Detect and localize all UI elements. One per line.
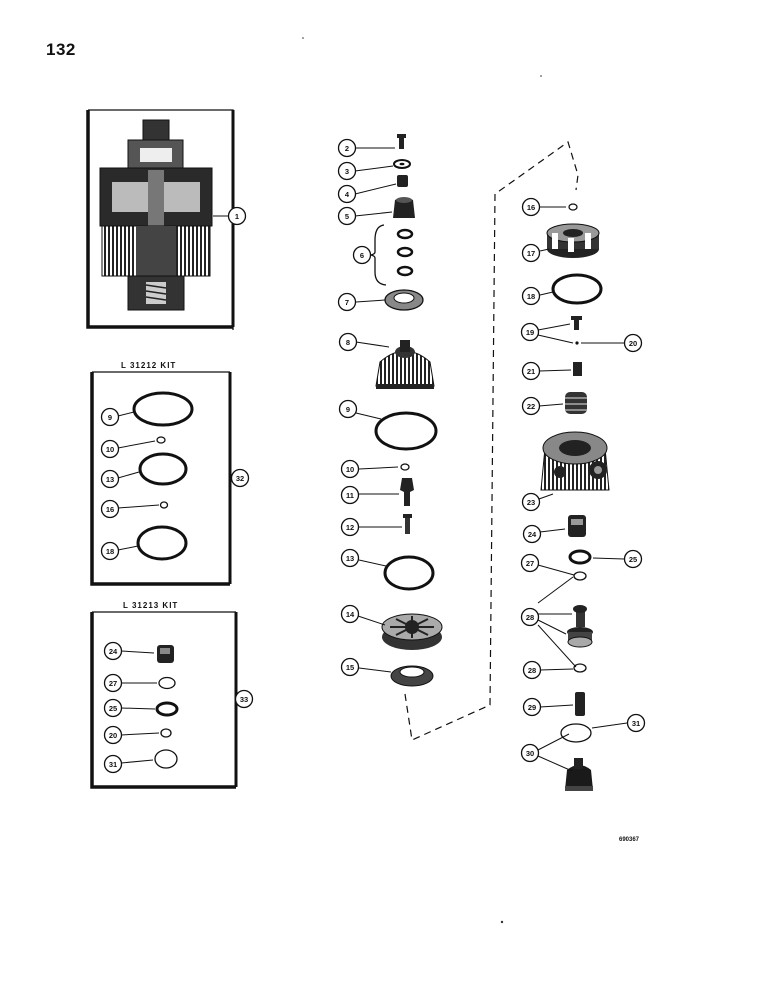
svg-text:2: 2 bbox=[345, 144, 349, 153]
callout-11: 11 bbox=[340, 485, 360, 505]
center-parts-column bbox=[354, 134, 443, 687]
callout-4: 4 bbox=[337, 184, 357, 204]
kit2-callout-20: 20 bbox=[103, 725, 123, 745]
svg-text:12: 12 bbox=[346, 523, 354, 532]
svg-text:24: 24 bbox=[109, 647, 118, 656]
svg-text:20: 20 bbox=[109, 731, 117, 740]
kit1-callout-10: 10 bbox=[100, 439, 120, 459]
assembly-cutaway-box bbox=[86, 109, 235, 330]
kit2-callout-31: 31 bbox=[103, 754, 123, 774]
kit1-callout-9: 9 bbox=[100, 407, 120, 427]
callout-28-lower: 28 bbox=[522, 660, 542, 680]
callout-10: 10 bbox=[340, 459, 360, 479]
svg-text:33: 33 bbox=[240, 695, 248, 704]
callout-31: 31 bbox=[626, 713, 646, 733]
svg-text:22: 22 bbox=[527, 402, 535, 411]
callout-20: 20 bbox=[623, 333, 643, 353]
svg-text:1: 1 bbox=[235, 212, 239, 221]
callout-3: 3 bbox=[337, 161, 357, 181]
svg-text:13: 13 bbox=[346, 554, 354, 563]
page-number: 132 bbox=[46, 40, 76, 59]
svg-text:7: 7 bbox=[345, 298, 349, 307]
callout-24: 24 bbox=[522, 524, 542, 544]
svg-text:25: 25 bbox=[109, 704, 117, 713]
callout-8: 8 bbox=[338, 332, 358, 352]
svg-text:10: 10 bbox=[106, 445, 114, 454]
svg-text:28: 28 bbox=[528, 666, 536, 675]
callout-2: 2 bbox=[337, 138, 357, 158]
callout-23: 23 bbox=[521, 492, 541, 512]
callout-22: 22 bbox=[521, 396, 541, 416]
svg-text:20: 20 bbox=[629, 339, 637, 348]
callout-12: 12 bbox=[340, 517, 360, 537]
kit1-callout-16: 16 bbox=[100, 499, 120, 519]
svg-text:27: 27 bbox=[526, 559, 534, 568]
svg-text:30: 30 bbox=[526, 749, 534, 758]
kit1-callout-18: 18 bbox=[100, 541, 120, 561]
svg-text:18: 18 bbox=[106, 547, 114, 556]
svg-text:28: 28 bbox=[526, 613, 534, 622]
callout-9: 9 bbox=[338, 399, 358, 419]
callout-28: 28 bbox=[520, 607, 540, 627]
svg-text:21: 21 bbox=[527, 367, 535, 376]
right-parts-column bbox=[537, 203, 628, 791]
kit2-callout-24: 24 bbox=[103, 641, 123, 661]
svg-text:31: 31 bbox=[632, 719, 640, 728]
kit2-callout-33: 33 bbox=[234, 689, 254, 709]
callout-7: 7 bbox=[337, 292, 357, 312]
svg-text:5: 5 bbox=[345, 212, 349, 221]
svg-text:31: 31 bbox=[109, 760, 117, 769]
svg-text:23: 23 bbox=[527, 498, 535, 507]
svg-text:3: 3 bbox=[345, 167, 349, 176]
svg-text:32: 32 bbox=[236, 474, 244, 483]
kit2-callout-25: 25 bbox=[103, 698, 123, 718]
svg-text:19: 19 bbox=[526, 328, 534, 337]
callout-18: 18 bbox=[521, 286, 541, 306]
figure-code: 690367 bbox=[619, 837, 640, 843]
svg-text:13: 13 bbox=[106, 475, 114, 484]
svg-text:15: 15 bbox=[346, 663, 354, 672]
callout-17: 17 bbox=[521, 243, 541, 263]
svg-text:18: 18 bbox=[527, 292, 535, 301]
svg-text:29: 29 bbox=[528, 703, 536, 712]
svg-text:9: 9 bbox=[346, 405, 350, 414]
kit-l31212-box bbox=[90, 371, 232, 586]
callout-1: 1 bbox=[227, 206, 247, 226]
callout-14: 14 bbox=[340, 604, 360, 624]
kit-label-l31213: L 31213 KIT bbox=[123, 601, 179, 610]
svg-text:8: 8 bbox=[346, 338, 350, 347]
kit1-callout-32: 32 bbox=[230, 468, 250, 488]
callout-15: 15 bbox=[340, 657, 360, 677]
svg-text:4: 4 bbox=[345, 190, 350, 199]
svg-text:16: 16 bbox=[527, 203, 535, 212]
svg-text:24: 24 bbox=[528, 530, 537, 539]
callout-6: 6 bbox=[352, 245, 372, 265]
callout-29: 29 bbox=[522, 697, 542, 717]
callout-19: 19 bbox=[520, 322, 540, 342]
kit2-callout-27: 27 bbox=[103, 673, 123, 693]
callout-16: 16 bbox=[521, 197, 541, 217]
svg-text:16: 16 bbox=[106, 505, 114, 514]
callout-25: 25 bbox=[623, 549, 643, 569]
svg-text:11: 11 bbox=[346, 491, 354, 500]
callout-13: 13 bbox=[340, 548, 360, 568]
svg-text:27: 27 bbox=[109, 679, 117, 688]
kit1-callout-13: 13 bbox=[100, 469, 120, 489]
callout-5: 5 bbox=[337, 206, 357, 226]
callout-27: 27 bbox=[520, 553, 540, 573]
svg-text:25: 25 bbox=[629, 555, 637, 564]
svg-text:6: 6 bbox=[360, 251, 364, 260]
valve-assembly-cutaway bbox=[99, 119, 213, 311]
callout-21: 21 bbox=[521, 361, 541, 381]
svg-text:10: 10 bbox=[346, 465, 354, 474]
svg-text:17: 17 bbox=[527, 249, 535, 258]
kit-label-l31212: L 31212 KIT bbox=[121, 361, 177, 370]
svg-text:9: 9 bbox=[108, 413, 112, 422]
callout-30: 30 bbox=[520, 743, 540, 763]
svg-text:14: 14 bbox=[346, 610, 355, 619]
